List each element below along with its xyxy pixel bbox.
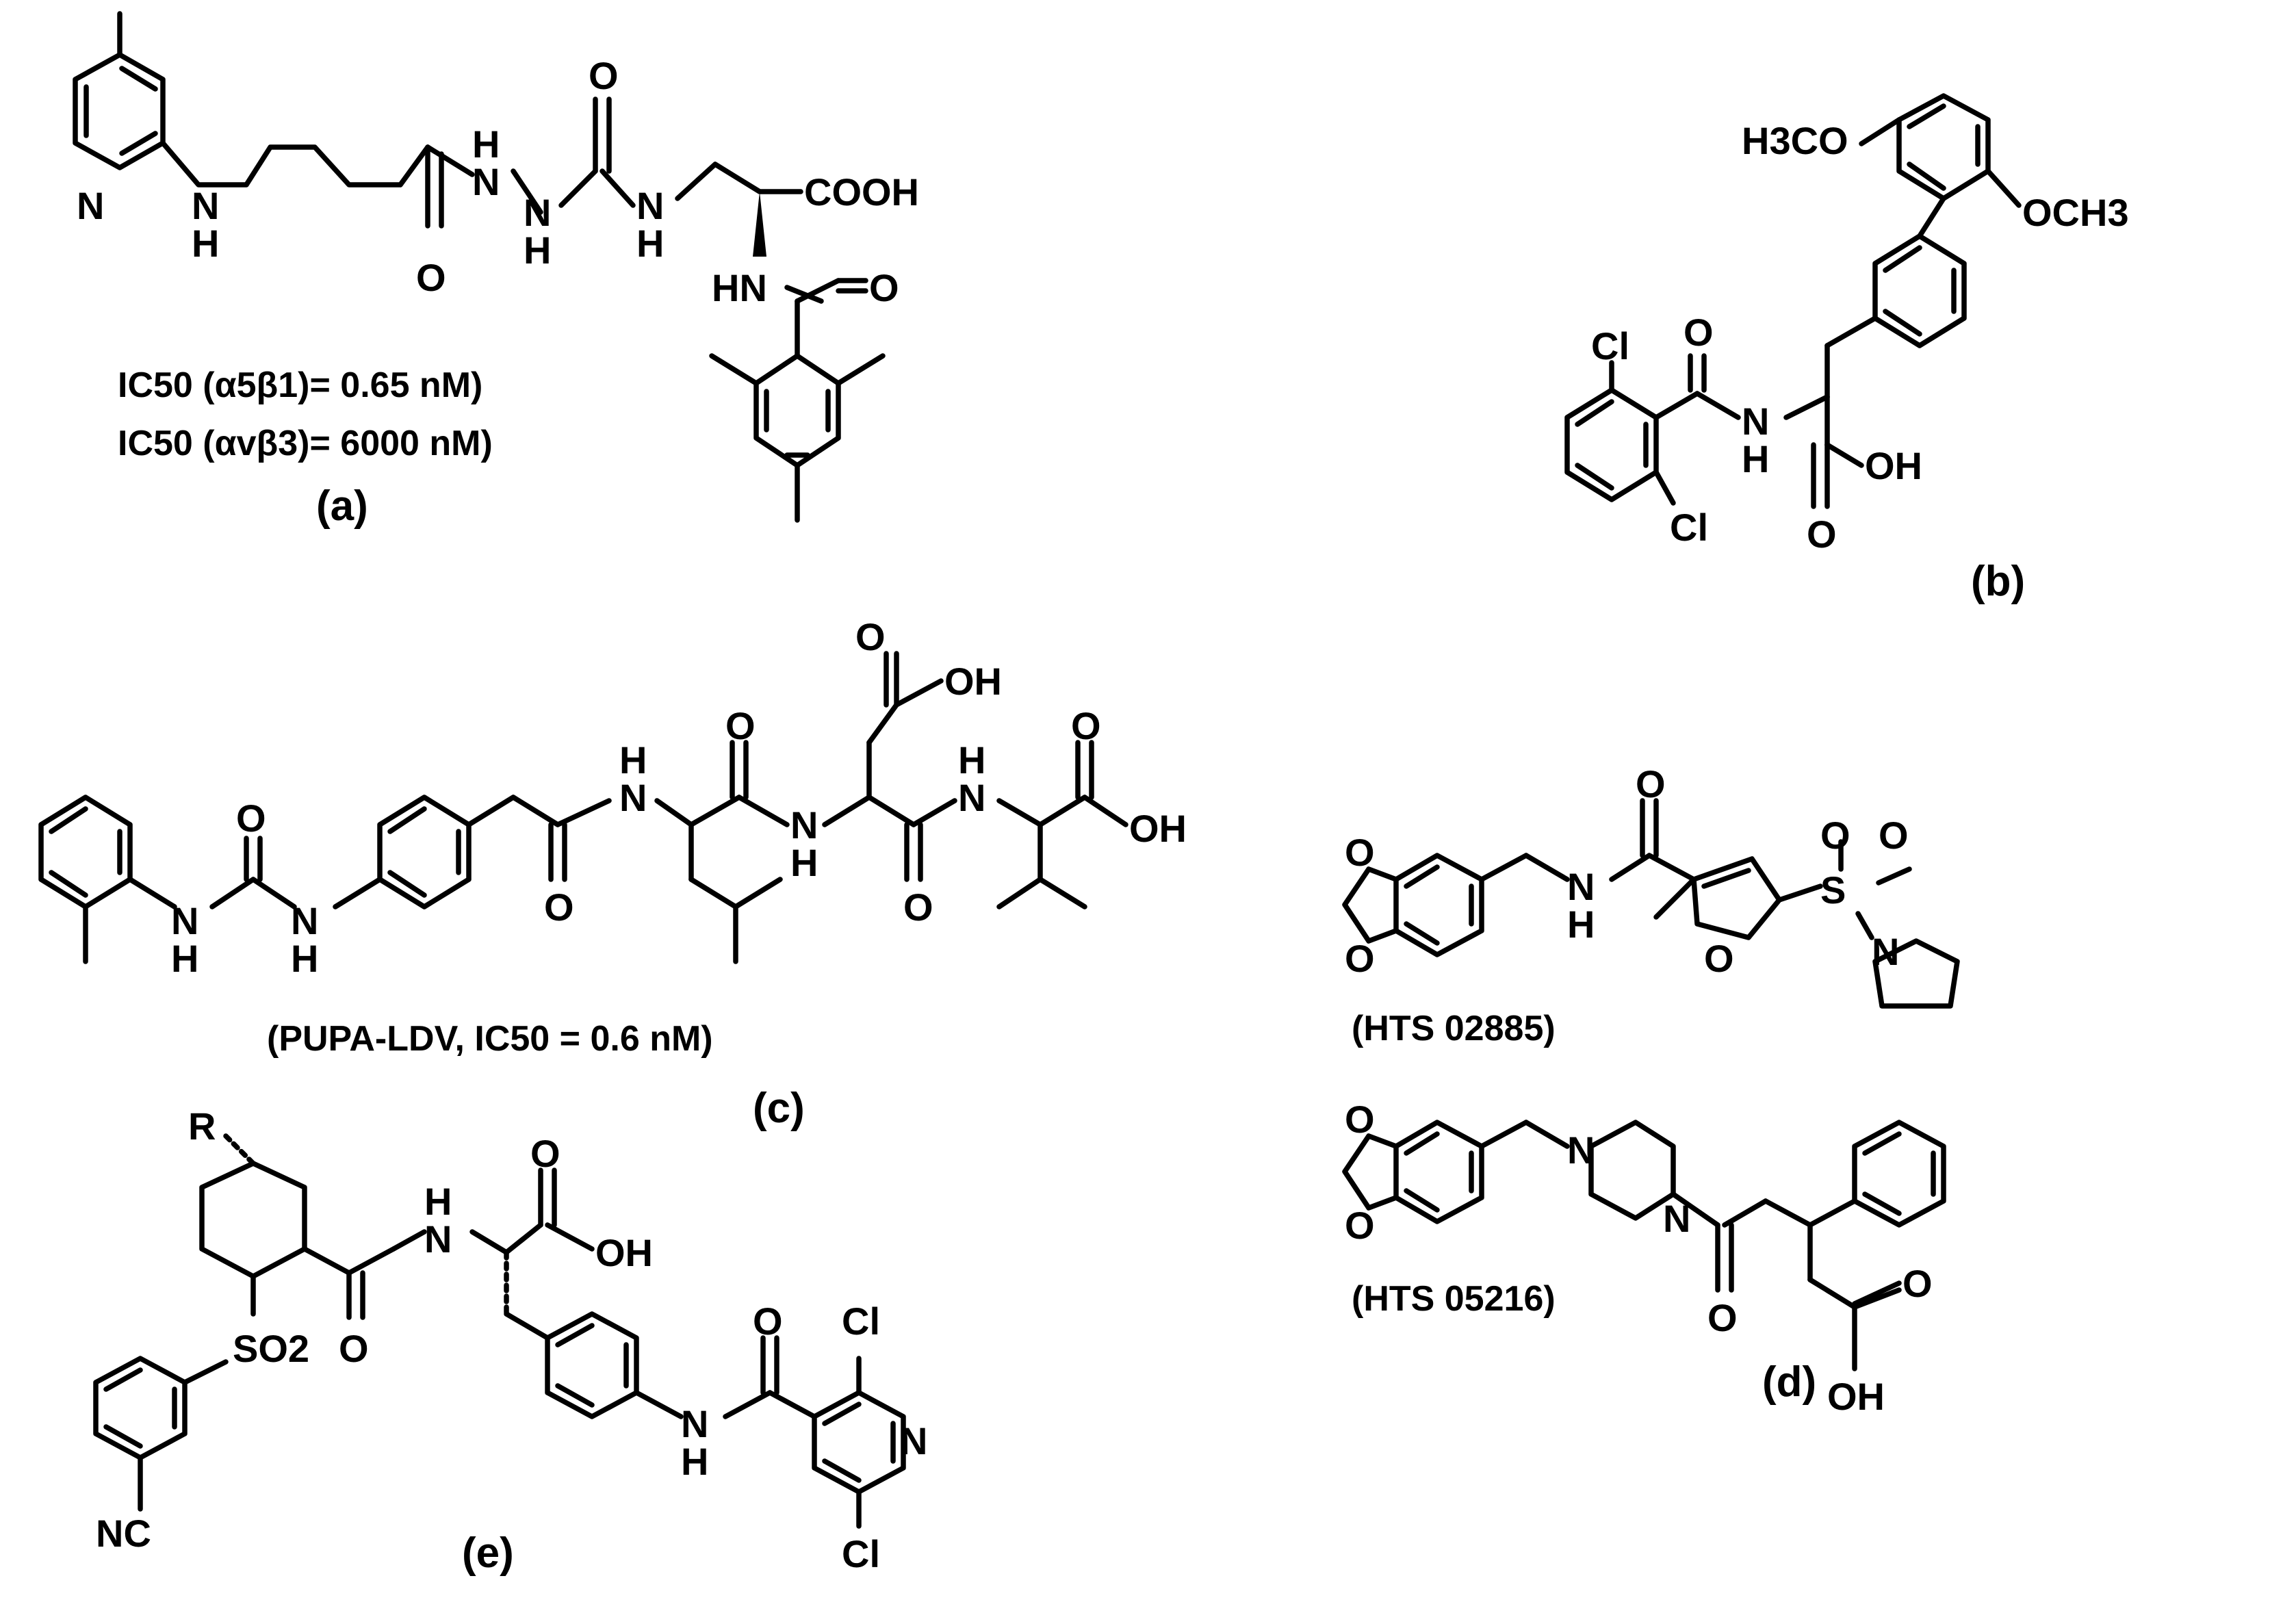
structure-a: N N H O H N N H O N H COOH HN O IC50 (α5… (73, 11, 919, 530)
e-amide-h: H (424, 1180, 452, 1223)
e-cyanophenyl-ring (93, 1356, 188, 1460)
c-urea-h2: H (291, 937, 318, 980)
panel-label-d: (d) (1762, 1358, 1816, 1406)
a-carbonyl-o1: O (416, 256, 446, 299)
a-nh-n3: N (524, 191, 551, 234)
e-acid-oh: OH (595, 1231, 653, 1274)
c-urea-h1: H (171, 937, 198, 980)
e-nitrile: NC (96, 1512, 151, 1555)
a-nh-h2: H (472, 122, 500, 166)
d-furan-o: O (1704, 937, 1734, 980)
c-val-oh: OH (1129, 807, 1187, 850)
a-nh-h4: H (636, 222, 664, 265)
d-acid-oh: OH (1827, 1375, 1885, 1418)
c-urea-o: O (236, 797, 266, 840)
e-anilide-n: N (681, 1402, 708, 1445)
d-sulfonyl-o1: O (1820, 814, 1850, 857)
e-r-group: R (188, 1105, 216, 1148)
d-acid-o: O (1902, 1262, 1933, 1305)
d-dioxole-o2: O (1345, 937, 1375, 980)
c-val-h: H (958, 738, 985, 782)
panel-label-a: (a) (316, 482, 368, 530)
c-urea-n2: N (291, 899, 318, 942)
d-compound-hts05216: (HTS 05216) (1352, 1279, 1556, 1319)
c-asp-h: H (790, 841, 818, 884)
c-leu-n: N (619, 776, 647, 819)
d-sulfur: S (1820, 868, 1846, 912)
d-amide-o: O (1636, 762, 1666, 805)
c-acetyl-o: O (544, 886, 574, 929)
e-anilide-h: H (681, 1440, 708, 1483)
e-cyclopentane (199, 1161, 307, 1279)
e-amide-n: N (424, 1217, 452, 1261)
d-phenyl-ring (1852, 1120, 1946, 1228)
b-amide-o: O (1684, 311, 1714, 354)
structure-c: O N H N H O H N O O OH N H O H N O OH (P… (38, 615, 1187, 1132)
structure-d: O O N H O O O S O N (HTS 02885) O (1342, 762, 1960, 1418)
b-chloro-2: Cl (1670, 506, 1708, 549)
b-acid-oh: OH (1865, 444, 1922, 487)
e-acid-o: O (530, 1132, 560, 1175)
structure-b: H3CO OCH3 Cl Cl O N H OH O (b) (1564, 93, 2129, 605)
structure-e: R SO2 NC H N O OH O O Cl Cl N N H (e) (93, 1105, 927, 1577)
e-amide-o: O (339, 1327, 369, 1370)
d-dioxole-o3: O (1345, 1098, 1375, 1141)
d-piperazine-ring (1588, 1120, 1676, 1221)
a-ic50-alpha5beta1: IC50 (α5β1)= 0.65 nM) (118, 365, 482, 405)
d-piperazine-n2: N (1663, 1197, 1690, 1240)
a-cooh: COOH (804, 170, 919, 214)
c-leu-o: O (725, 704, 756, 747)
e-chloro-2: Cl (842, 1532, 880, 1575)
d-dioxole-o1: O (1345, 831, 1375, 874)
b-chloro-1: Cl (1591, 324, 1629, 367)
panel-label-c: (c) (753, 1085, 805, 1132)
a-nh-n2: N (472, 160, 500, 203)
a-nh-n4: N (636, 184, 664, 227)
a-ic50-alphavbeta3: IC50 (αvβ3)= 6000 nM) (118, 424, 493, 463)
a-nh-n1: N (192, 184, 219, 227)
c-asp-n: N (790, 803, 818, 847)
a-amide-o3: O (869, 266, 899, 309)
b-acid-o: O (1807, 513, 1837, 556)
c-val-o: O (1071, 704, 1101, 747)
c-leu-h: H (619, 738, 647, 782)
a-nh-h3: H (524, 229, 551, 272)
c-asp-o: O (903, 886, 933, 929)
a-amide-hn: HN (712, 266, 767, 309)
a-nh-h1: H (192, 222, 219, 265)
d-ketone-o: O (1707, 1296, 1738, 1339)
e-pyridine-n: N (900, 1419, 927, 1462)
a-pyridine-n: N (77, 184, 104, 227)
c-asp-side-o: O (855, 615, 886, 658)
e-pyridine-ring (812, 1390, 906, 1495)
b-amide-h: H (1742, 437, 1769, 480)
c-urea-n1: N (171, 899, 198, 942)
d-sulfonyl-o2: O (1879, 814, 1909, 857)
c-val-n: N (958, 776, 985, 819)
a-urea-o2: O (589, 54, 619, 97)
d-amide-h: H (1567, 903, 1595, 946)
panel-label-b: (b) (1971, 558, 2025, 605)
b-methoxy-h3co: H3CO (1742, 119, 1848, 162)
b-methoxy-och3: OCH3 (2022, 191, 2129, 234)
e-sulfonyl: SO2 (233, 1327, 309, 1370)
c-caption: (PUPA-LDV, IC50 = 0.6 nM) (267, 1019, 713, 1059)
e-anilide-o: O (753, 1300, 783, 1343)
d-pyrrolidine-n: N (1872, 930, 1899, 973)
e-chloro-1: Cl (842, 1300, 880, 1343)
e-phenylene-ring (545, 1311, 639, 1419)
d-compound-hts02885: (HTS 02885) (1352, 1009, 1556, 1048)
b-amide-n: N (1742, 400, 1769, 443)
c-asp-side-oh: OH (944, 660, 1002, 703)
panel-label-e: (e) (462, 1530, 514, 1577)
d-dioxole-o4: O (1345, 1204, 1375, 1247)
d-amide-n: N (1567, 865, 1595, 908)
d-piperazine-n1: N (1567, 1128, 1595, 1172)
